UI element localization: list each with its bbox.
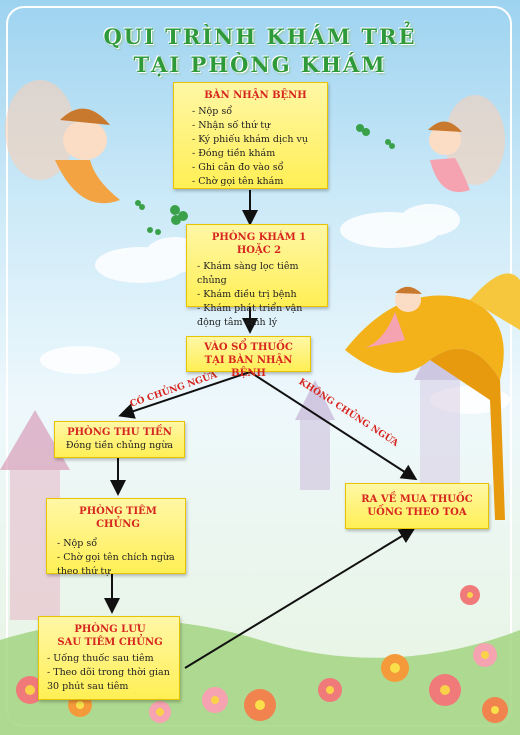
step-cashier-detail: Đóng tiền chủng ngừa bbox=[65, 440, 174, 451]
step-reception: BÀN NHẬN BỆNH - Nộp sổ - Nhận số thứ tự … bbox=[173, 82, 328, 189]
list-item: - Ký phiếu khám dịch vụ bbox=[192, 134, 308, 145]
trumpet-flower bbox=[345, 273, 520, 520]
list-item: - Ghi cân đo vào sổ bbox=[192, 162, 284, 173]
list-item: - Theo dõi trong thời gian 30 phút sau t… bbox=[47, 667, 170, 692]
clovers bbox=[135, 124, 395, 235]
fairy-left-illustration bbox=[5, 80, 120, 204]
list-item: - Chờ gọi tên khám bbox=[192, 176, 284, 187]
step-record-heading-1: VÀO SỔ THUỐC bbox=[204, 342, 293, 353]
list-item: - Uống thuốc sau tiêm bbox=[47, 653, 154, 664]
list-item: - Khám điều trị bệnh bbox=[197, 289, 297, 300]
step-record-heading-2: TẠI BÀN NHẬN BỆNH bbox=[204, 355, 293, 379]
step-cashier: PHÒNG THU TIỀN Đóng tiền chủng ngừa bbox=[54, 421, 185, 458]
list-item: - Đóng tiền khám bbox=[192, 148, 276, 159]
step-recovery-heading-1: PHÒNG LƯU bbox=[74, 624, 146, 635]
step-recovery: PHÒNG LƯU SAU TIÊM CHỦNG - Uống thuốc sa… bbox=[38, 616, 180, 700]
step-pharmacy-heading-1: RA VỀ MUA THUỐC bbox=[361, 494, 473, 505]
step-record: VÀO SỔ THUỐC TẠI BÀN NHẬN BỆNH bbox=[186, 336, 311, 379]
step-pharmacy: RA VỀ MUA THUỐC UỐNG THEO TOA bbox=[345, 483, 489, 529]
fairy-right-illustration bbox=[428, 95, 505, 192]
step-exam-room: PHÒNG KHÁM 1 HOẶC 2 - Khám sàng lọc tiêm… bbox=[186, 224, 328, 328]
list-item: - Chờ gọi tên chích ngừa theo thứ tự bbox=[57, 552, 175, 577]
step-exam-room-heading: PHÒNG KHÁM 1 HOẶC 2 bbox=[211, 232, 307, 256]
page-title: QUI TRÌNH KHÁM TRẺ bbox=[103, 24, 417, 49]
list-item: - Nộp sổ bbox=[57, 538, 98, 549]
girl-on-flower-illustration bbox=[365, 286, 422, 348]
step-pharmacy-heading-2: UỐNG THEO TOA bbox=[367, 507, 467, 518]
step-vaccination: PHÒNG TIÊM CHỦNG - Nộp sổ - Chờ gọi tên … bbox=[46, 498, 186, 577]
list-item: - Khám sàng lọc tiêm chủng bbox=[197, 261, 299, 286]
page-subtitle: TẠI PHÒNG KHÁM bbox=[133, 52, 387, 77]
step-vaccination-heading: PHÒNG TIÊM CHỦNG bbox=[79, 506, 157, 530]
step-recovery-heading-2: SAU TIÊM CHỦNG bbox=[57, 637, 163, 648]
arrow-record-to-pharmacy bbox=[249, 371, 418, 481]
step-cashier-heading: PHÒNG THU TIỀN bbox=[67, 427, 172, 438]
list-item: - Nhận số thứ tự bbox=[192, 120, 271, 131]
arrow-record-to-cashier bbox=[118, 371, 251, 419]
step-reception-heading: BÀN NHẬN BỆNH bbox=[204, 90, 307, 101]
list-item: - Nộp sổ bbox=[192, 106, 233, 117]
list-item: - Khám phát triển vận động tâm sinh lý bbox=[197, 303, 303, 328]
arrow-recovery-to-pharmacy bbox=[184, 527, 416, 669]
